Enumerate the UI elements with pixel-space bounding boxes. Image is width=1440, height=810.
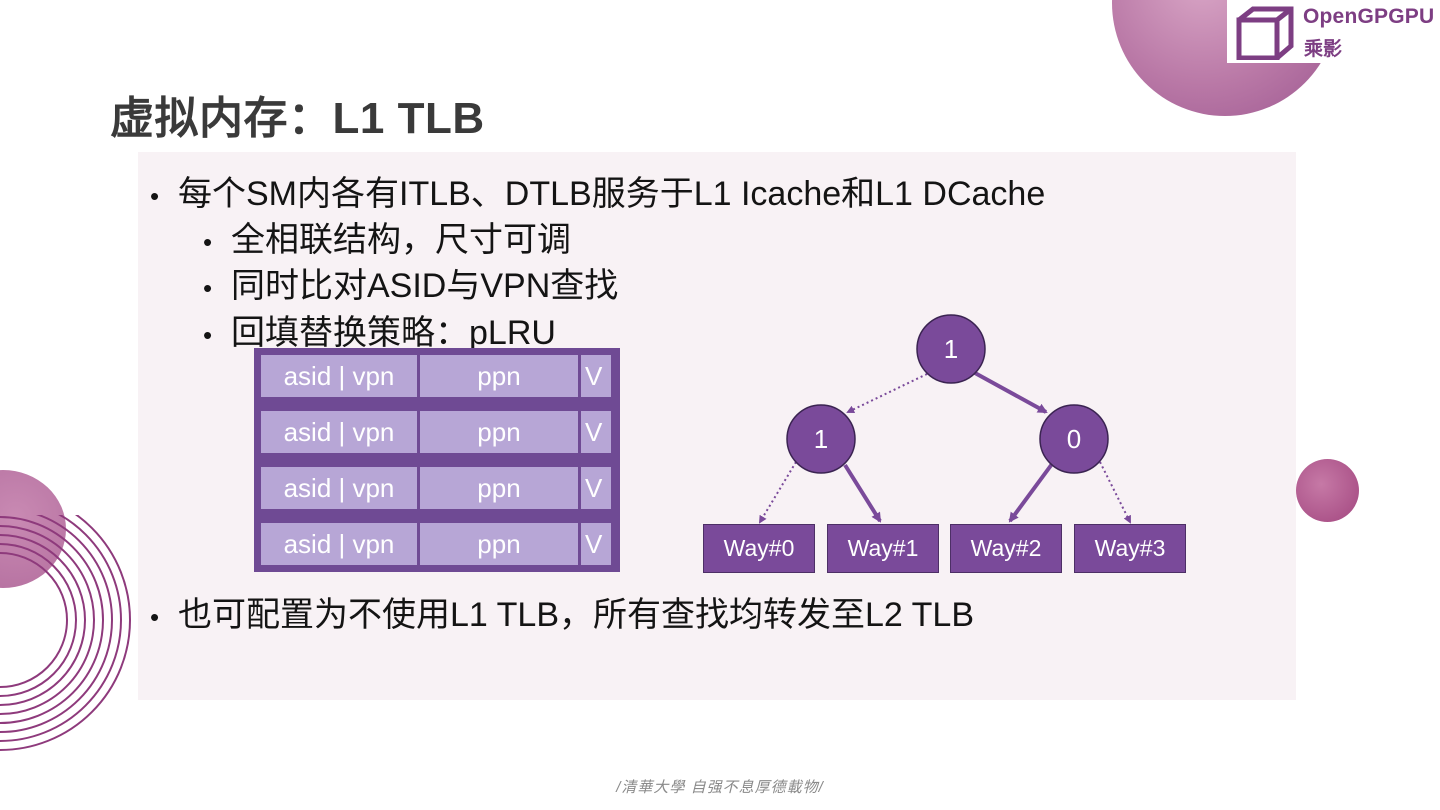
tree-node-root xyxy=(916,314,986,384)
tree-node-root-label: 1 xyxy=(943,334,959,364)
tree-node-right-label: 0 xyxy=(1066,424,1082,454)
tree-edge-right-way3 xyxy=(1099,461,1131,524)
tlb-asid-vpn-cell: asid | vpn xyxy=(261,355,417,397)
tlb-valid-cell: V xyxy=(581,355,611,397)
tlb-entry-row: asid | vpn ppn V xyxy=(254,404,620,460)
way-box-3: Way#3 xyxy=(1074,524,1186,573)
way-box-2: Way#2 xyxy=(950,524,1062,573)
tree-node-right xyxy=(1039,404,1109,474)
logo-subtitle: 乘影 xyxy=(1304,39,1343,60)
tree-edge-right-way2 xyxy=(1008,462,1054,523)
tlb-entry-row: asid | vpn ppn V xyxy=(254,348,620,404)
bullet-text: 同时比对ASID与VPN查找 xyxy=(231,267,619,305)
bullet-dot: • xyxy=(203,273,213,303)
bullet-text: 也可配置为不使用L1 TLB，所有查找均转发至L2 TLB xyxy=(178,596,975,634)
tlb-ppn-cell: ppn xyxy=(420,411,578,453)
bullet-item: • 同时比对ASID与VPN查找 xyxy=(203,258,618,307)
bullet-dot: • xyxy=(203,320,213,350)
tlb-valid-cell: V xyxy=(581,411,611,453)
bullet-item: • 也可配置为不使用L1 TLB，所有查找均转发至L2 TLB xyxy=(150,587,974,636)
tree-node-left xyxy=(786,404,856,474)
tree-node-left-label: 1 xyxy=(813,424,829,454)
tlb-entry-row: asid | vpn ppn V xyxy=(254,516,620,572)
tree-edge-root-left xyxy=(846,373,928,414)
slide-title: 虚拟内存：L1 TLB xyxy=(110,94,485,143)
decorative-circle-right xyxy=(1296,459,1359,522)
bullet-item: • 每个SM内各有ITLB、DTLB服务于L1 Icache和L1 DCache xyxy=(150,166,1045,215)
bullet-dot: • xyxy=(150,602,160,632)
tlb-ppn-cell: ppn xyxy=(420,467,578,509)
bullet-dot: • xyxy=(203,227,213,257)
tlb-asid-vpn-cell: asid | vpn xyxy=(261,523,417,565)
way-box-1: Way#1 xyxy=(827,524,939,573)
tlb-valid-cell: V xyxy=(581,523,611,565)
tlb-ppn-cell: ppn xyxy=(420,523,578,565)
bullet-text: 回填替换策略：pLRU xyxy=(231,314,556,352)
bullet-dot: • xyxy=(150,181,160,211)
bullet-text: 每个SM内各有ITLB、DTLB服务于L1 Icache和L1 DCache xyxy=(178,175,1046,213)
decorative-rings xyxy=(0,515,131,751)
footer-motto: /清華大學 自强不息厚德載物/ xyxy=(616,779,824,796)
tlb-ppn-cell: ppn xyxy=(420,355,578,397)
bullet-text: 全相联结构，尺寸可调 xyxy=(231,221,571,259)
tree-edge-root-right xyxy=(974,371,1048,414)
tree-edge-left-way1 xyxy=(843,463,882,523)
bullet-item: • 全相联结构，尺寸可调 xyxy=(203,212,571,261)
tree-edge-left-way0 xyxy=(758,461,797,524)
tlb-asid-vpn-cell: asid | vpn xyxy=(261,467,417,509)
way-box-0: Way#0 xyxy=(703,524,815,573)
bullet-item: • 回填替换策略：pLRU xyxy=(203,305,556,354)
tlb-valid-cell: V xyxy=(581,467,611,509)
tlb-asid-vpn-cell: asid | vpn xyxy=(261,411,417,453)
logo-name: OpenGPGPU xyxy=(1303,5,1435,28)
logo: OpenGPGPU 乘影 xyxy=(1227,0,1440,63)
logo-cube-icon xyxy=(1236,6,1294,60)
tlb-entry-row: asid | vpn ppn V xyxy=(254,460,620,516)
